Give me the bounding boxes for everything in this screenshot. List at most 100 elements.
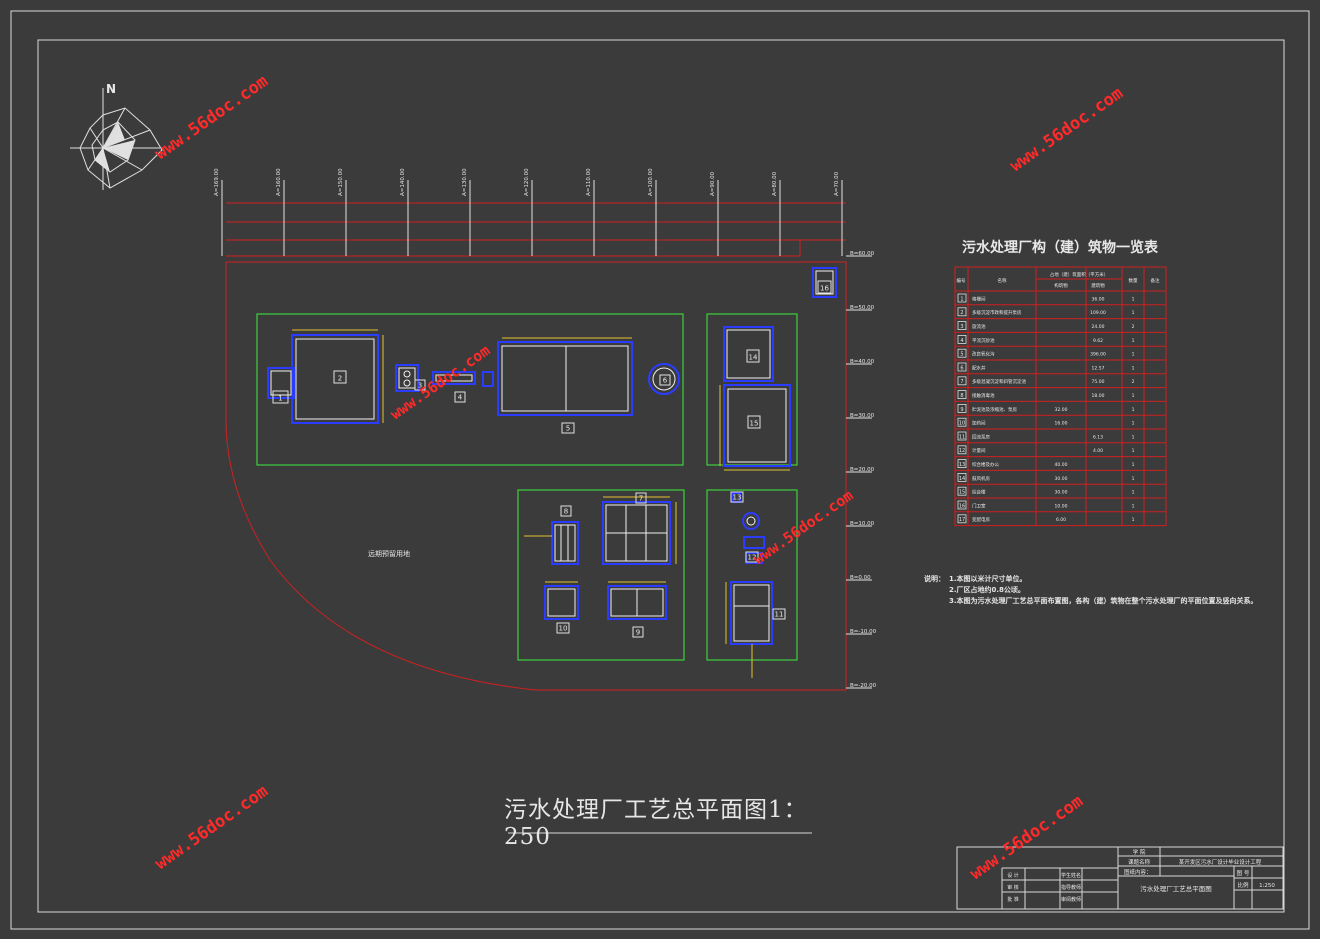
- table-row-num-box: [957, 362, 967, 372]
- table-cell-qty: 1: [1132, 407, 1135, 413]
- table-cell-name: 综合楼: [972, 489, 986, 496]
- table-row-num-box: [957, 321, 967, 331]
- side-label: B=20.00: [850, 467, 875, 473]
- table-cell-num: 11: [959, 434, 965, 440]
- tb-scale-label: 比例: [1237, 881, 1249, 889]
- road-label: A=160.00: [276, 168, 282, 196]
- table-cell-qty: 1: [1132, 490, 1135, 496]
- table-row-num-box: [957, 334, 967, 344]
- table-cell-qty: 1: [1132, 421, 1135, 427]
- table-cell-num: 14: [959, 476, 965, 482]
- tb-project-label: 课题名称: [1128, 858, 1151, 866]
- drawing-title: 污水处理厂工艺总平面图1：250: [504, 797, 808, 850]
- unit-tag-box: [659, 374, 671, 386]
- side-label: B=30.00: [850, 413, 875, 419]
- table-cell-build: 18.00: [1092, 393, 1105, 399]
- unit-tag-box: [632, 626, 644, 638]
- table-cell-qty: 1: [1132, 393, 1135, 399]
- table-row-num-box: [957, 486, 967, 496]
- table-row-num-box: [957, 514, 967, 524]
- table-cell-name: 配水井: [972, 364, 986, 371]
- table-cell-num: 8: [960, 393, 963, 399]
- table-cell-num: 9: [960, 407, 963, 413]
- table-cell-name: 多级沉淀市政和提升泵房: [972, 309, 1022, 316]
- tb-project-value: 某开发区污水厂设计毕业设计工程: [1179, 858, 1262, 866]
- side-label: B=-10.00: [850, 629, 877, 635]
- road-label: A=90.00: [710, 171, 716, 196]
- unit-tag-box: [817, 280, 832, 294]
- unit-tag-box: [772, 608, 786, 620]
- table-cell-name: 旋流池: [972, 323, 986, 330]
- side-label: B=50.00: [850, 305, 875, 311]
- unit-tag-number: 5: [566, 425, 570, 433]
- table-cell-num: 12: [959, 448, 965, 454]
- unit-tag-number: 15: [750, 420, 759, 428]
- notes-label: 说明：: [924, 575, 945, 583]
- table-cell-qty: 2: [1132, 379, 1135, 385]
- road-label: A=80.00: [772, 171, 778, 196]
- unit-tag-number: 11: [775, 611, 784, 619]
- table-cell-build: 6.13: [1093, 434, 1103, 440]
- table-cell-build: 396.00: [1090, 352, 1106, 358]
- table-cell-qty: 1: [1132, 476, 1135, 482]
- table-cell-struct: 32.00: [1055, 407, 1068, 413]
- road-label: A=110.00: [586, 168, 592, 196]
- table-cell-build: 4.00: [1093, 448, 1103, 454]
- table-cell-struct: 30.00: [1055, 490, 1068, 496]
- side-label: B=-20.00: [850, 683, 877, 689]
- table-cell-name: 变配电房: [972, 516, 990, 523]
- unit-tag-box: [333, 370, 347, 384]
- table-cell-name: 改良氧化沟: [972, 351, 995, 358]
- tb-design-label: 设 计: [1007, 872, 1019, 879]
- unit-tag-box: [635, 492, 647, 504]
- table-cell-name: 多级混凝沉淀和斜管沉淀池: [972, 378, 1026, 385]
- table-row-num-box: [957, 403, 967, 413]
- table-cell-qty: 1: [1132, 448, 1135, 454]
- table-cell-name: 平流沉砂池: [972, 337, 995, 344]
- unit-tag-box: [454, 391, 466, 403]
- table-cell-num: 3: [960, 324, 963, 330]
- table-header: 备注: [1151, 277, 1160, 284]
- north-arrow-icon: [70, 88, 163, 190]
- table-header: 编号: [957, 277, 966, 284]
- side-label: B=60.00: [850, 251, 875, 257]
- table-cell-qty: 1: [1132, 503, 1135, 509]
- unit-tag-number: 1: [278, 395, 282, 403]
- table-cell-build: 24.00: [1092, 324, 1105, 330]
- table-cell-build: 12.57: [1092, 365, 1105, 371]
- tb-design-label: 批 准: [1007, 896, 1019, 903]
- table-row-num-box: [957, 307, 967, 317]
- table-row-num-box: [957, 472, 967, 482]
- table-cell-num: 10: [959, 421, 965, 427]
- unit-tag-box: [746, 349, 760, 363]
- table-cell-struct: 40.00: [1055, 462, 1068, 468]
- table-cell-num: 2: [960, 310, 963, 316]
- watermark-text: www.56doc.com: [750, 486, 856, 568]
- watermark-text: www.56doc.com: [387, 341, 493, 423]
- tb-person-label: 指导教师: [1061, 884, 1081, 891]
- table-title: 污水处理厂构（建）筑物一览表: [962, 239, 1159, 256]
- watermark-text: www.56doc.com: [151, 71, 271, 164]
- table-cell-build: 36.00: [1092, 296, 1105, 302]
- title-block: [956, 846, 1284, 910]
- unit-tag-number: 7: [639, 495, 643, 503]
- table-cell-build: 75.00: [1092, 379, 1105, 385]
- watermark-text: www.56doc.com: [151, 781, 271, 874]
- notes: 1.本图以米计尺寸单位。 2.厂区占地约0.8公顷。 3.本图为污水处理厂工艺总…: [949, 574, 1258, 607]
- table-row-num-box: [957, 459, 967, 469]
- unit-tag-number: 6: [663, 377, 668, 385]
- table-cell-num: 1: [960, 296, 963, 302]
- table-cell-qty: 1: [1132, 310, 1135, 316]
- table-cell-struct: 16.00: [1055, 421, 1068, 427]
- unit-tag-box: [747, 415, 761, 429]
- table-cell-build: 9.62: [1093, 338, 1103, 344]
- table-cell-qty: 1: [1132, 296, 1135, 302]
- road-label: A=70.00: [834, 171, 840, 196]
- unit-tag-box: [745, 551, 759, 563]
- side-ticks: B=60.00B=50.00B=40.00B=30.00B=20.00B=10.…: [846, 251, 877, 689]
- unit-tag-number: 12: [748, 554, 757, 562]
